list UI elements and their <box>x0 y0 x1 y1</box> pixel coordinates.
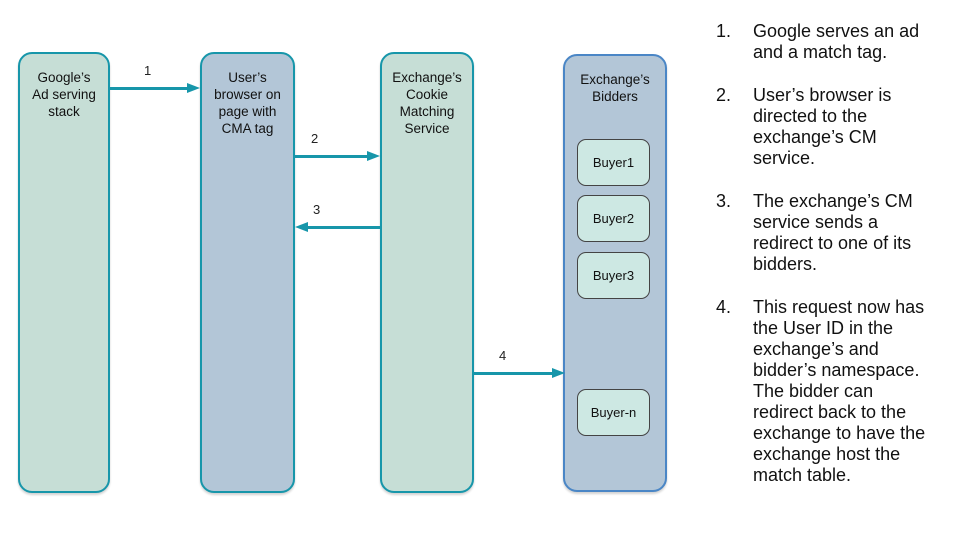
arrow-step-4: 4 <box>473 348 565 379</box>
step-text: This request now has the User ID in the … <box>753 297 926 485</box>
buyer-box: Buyer1 <box>577 139 650 186</box>
arrow-step-1: 1 <box>110 63 200 94</box>
arrow-line <box>110 86 189 90</box>
arrow-label: 1 <box>144 63 152 78</box>
step-item: 3. The exchange’s CM service sends a red… <box>716 191 942 275</box>
node-label: Google’s Ad serving stack <box>32 70 96 119</box>
step-number: 2. <box>716 85 732 105</box>
arrow-label: 2 <box>311 131 319 146</box>
step-item: 4. This request now has the User ID in t… <box>716 297 942 486</box>
step-text: Google serves an ad and a match tag. <box>753 21 920 62</box>
step-number: 4. <box>716 297 732 317</box>
arrow-step-2: 2 <box>295 131 380 162</box>
buyer-box: Buyer3 <box>577 252 650 299</box>
arrowhead-right-icon <box>187 82 200 93</box>
step-list: 1. Google serves an ad and a match tag. … <box>716 21 942 508</box>
node-label: Exchange’s Cookie Matching Service <box>392 70 462 136</box>
step-number: 3. <box>716 191 732 211</box>
node-user-browser: User’s browser on page with CMA tag <box>200 52 295 493</box>
step-text: User’s browser is directed to the exchan… <box>753 85 892 168</box>
node-cookie-matching-service: Exchange’s Cookie Matching Service <box>380 52 474 493</box>
arrow-label: 3 <box>313 202 321 217</box>
step-item: 2. User’s browser is directed to the exc… <box>716 85 942 169</box>
node-label: Exchange’s Bidders <box>580 72 650 104</box>
arrowhead-right-icon <box>552 367 565 378</box>
node-google-ad-stack: Google’s Ad serving stack <box>18 52 110 493</box>
arrowhead-right-icon <box>367 150 380 161</box>
step-number: 1. <box>716 21 732 41</box>
buyer-box: Buyer2 <box>577 195 650 242</box>
step-item: 1. Google serves an ad and a match tag. <box>716 21 942 63</box>
arrowhead-left-icon <box>295 221 308 232</box>
arrow-line <box>306 225 380 229</box>
arrow-label: 4 <box>499 348 507 363</box>
buyer-box: Buyer-n <box>577 389 650 436</box>
node-exchange-bidders: Exchange’s Bidders Buyer1 Buyer2 Buyer3 … <box>563 54 667 492</box>
arrow-line <box>473 371 554 375</box>
step-text: The exchange’s CM service sends a redire… <box>753 191 913 274</box>
arrow-step-3: 3 <box>295 202 380 233</box>
arrow-line <box>295 154 369 158</box>
node-label: User’s browser on page with CMA tag <box>214 70 281 136</box>
